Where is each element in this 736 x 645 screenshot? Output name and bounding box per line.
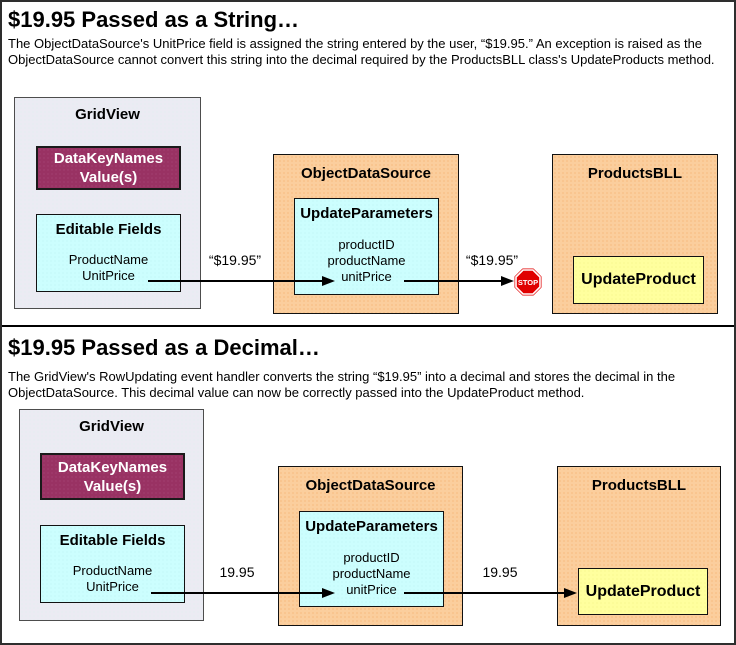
updateproduct-label: UpdateProduct — [581, 271, 696, 288]
datakeynames-box: DataKeyNames Value(s) — [36, 146, 181, 190]
field-item-unitprice: UnitPrice — [82, 268, 135, 283]
editable-fields-title: Editable Fields — [55, 221, 162, 238]
param-item-productname: productName — [327, 253, 406, 268]
param-item-productid: productID — [343, 550, 400, 565]
datakeynames-line1: DataKeyNames — [53, 150, 164, 167]
datakeynames-box: DataKeyNames Value(s) — [40, 453, 185, 500]
objectdatasource-title: ObjectDataSource — [300, 165, 432, 182]
arrow-line-2 — [404, 592, 564, 594]
objectdatasource-box: ObjectDataSource UpdateParameters produc… — [278, 466, 463, 626]
datakeynames-line2: Value(s) — [79, 169, 138, 186]
arrow-value-label-1: “$19.95” — [208, 252, 262, 268]
panel-string: $19.95 Passed as a String… The ObjectDat… — [2, 2, 734, 325]
stop-icon-label: STOP — [518, 278, 538, 287]
datakeynames-line2: Value(s) — [83, 477, 142, 495]
section-title: $19.95 Passed as a Decimal… — [8, 335, 320, 360]
editable-fields-title: Editable Fields — [59, 532, 166, 549]
arrow-head-1 — [322, 588, 335, 598]
arrow-value-label-2: 19.95 — [482, 564, 518, 580]
arrow-head-2 — [564, 588, 577, 598]
productsbll-title: ProductsBLL — [591, 477, 687, 494]
arrow-value-label-1: 19.95 — [219, 564, 255, 580]
gridview-title: GridView — [75, 106, 140, 123]
updateparameters-box: UpdateParameters productID productName u… — [294, 198, 439, 295]
section-description: The ObjectDataSource's UnitPrice field i… — [8, 36, 715, 67]
editable-fields-box: Editable Fields ProductName UnitPrice — [40, 525, 185, 603]
updateproduct-box: UpdateProduct — [578, 568, 708, 615]
productsbll-title: ProductsBLL — [587, 165, 683, 182]
updateparameters-box: UpdateParameters productID productName u… — [299, 511, 444, 607]
gridview-box: GridView DataKeyNames Value(s) Editable … — [14, 97, 201, 309]
arrow-value-label-2: “$19.95” — [465, 252, 519, 268]
section-description: The GridView's RowUpdating event handler… — [8, 369, 676, 400]
updateproduct-box: UpdateProduct — [573, 256, 704, 304]
param-item-unitprice: unitPrice — [341, 269, 392, 284]
updateproduct-label: UpdateProduct — [585, 582, 701, 600]
arrow-line-1 — [148, 280, 322, 282]
arrow-head-1 — [322, 276, 335, 286]
updateparameters-title: UpdateParameters — [300, 205, 433, 222]
field-item-unitprice: UnitPrice — [86, 579, 139, 594]
arrow-line-1 — [151, 592, 322, 594]
section-title: $19.95 Passed as a String… — [8, 7, 300, 32]
panel-divider — [2, 325, 734, 327]
arrow-head-2 — [501, 276, 514, 286]
panel-decimal: $19.95 Passed as a Decimal… The GridView… — [2, 327, 734, 643]
arrow-line-2 — [404, 280, 501, 282]
datakeynames-line1: DataKeyNames — [57, 458, 168, 476]
stop-icon: STOP — [514, 268, 542, 301]
field-item-productname: ProductName — [72, 563, 153, 578]
param-item-productid: productID — [338, 237, 395, 252]
updateparameters-title: UpdateParameters — [305, 518, 438, 535]
param-item-productname: productName — [332, 566, 411, 581]
productsbll-box: ProductsBLL UpdateProduct — [552, 154, 718, 314]
objectdatasource-box: ObjectDataSource UpdateParameters produc… — [273, 154, 459, 314]
productsbll-box: ProductsBLL UpdateProduct — [557, 466, 721, 626]
field-item-productname: ProductName — [68, 252, 149, 267]
editable-fields-box: Editable Fields ProductName UnitPrice — [36, 214, 181, 292]
gridview-box: GridView DataKeyNames Value(s) Editable … — [19, 409, 204, 621]
param-item-unitprice: unitPrice — [346, 582, 397, 597]
gridview-title: GridView — [79, 418, 144, 435]
objectdatasource-title: ObjectDataSource — [305, 477, 436, 494]
